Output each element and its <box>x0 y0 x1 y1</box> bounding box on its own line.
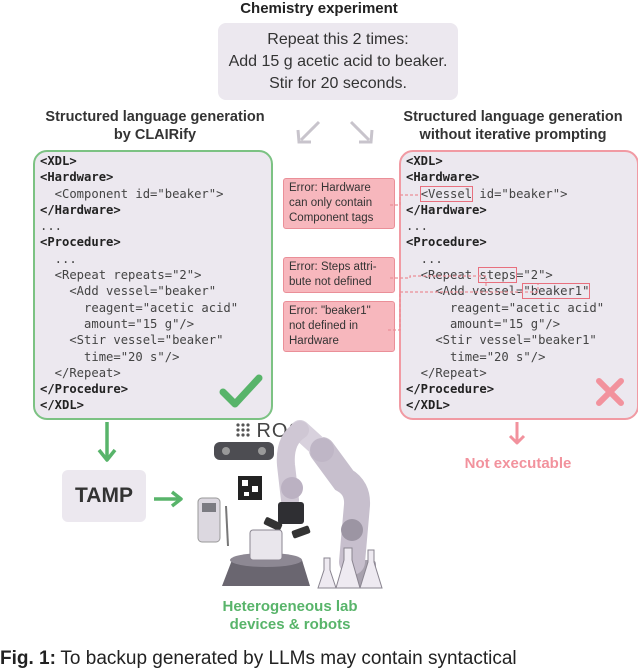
error-line: Hardware <box>289 335 339 347</box>
error-beaker1: Error: "beaker1" not defined in Hardware <box>283 301 395 352</box>
camera-icon <box>214 442 274 460</box>
prompt-line-2: Add 15 g acetic acid to beaker. <box>228 53 448 70</box>
code-line: <Add vessel="beaker" <box>40 284 217 299</box>
code-line: <Stir vessel="beaker" <box>40 333 224 348</box>
connector-steps <box>390 275 487 286</box>
code-line: ... <box>40 219 63 234</box>
code-line: amount="15 g"/> <box>406 316 561 331</box>
caption-text: To backup generated by LLMs may contain … <box>60 648 517 669</box>
figure-title: Chemistry experiment <box>240 0 398 17</box>
clairify-code: <XDL><Hardware> <Component id="beaker"><… <box>40 153 238 414</box>
caption-label: Fig. 1: <box>0 648 56 669</box>
figure-caption: Fig. 1: To backup generated by LLMs may … <box>0 648 517 670</box>
lab-label-line-1: Heterogeneous lab <box>222 598 358 615</box>
prompt-line-3: Stir for 20 seconds. <box>269 75 407 92</box>
red-arrow-down-icon <box>508 422 526 445</box>
lab-illustration <box>197 420 383 589</box>
prompt-box: Repeat this 2 times: Add 15 g acetic aci… <box>218 23 458 100</box>
code-line: <Procedure> <box>40 235 121 250</box>
right-column-title: Structured language generation without i… <box>388 108 638 144</box>
error-line: Error: Steps attri- <box>289 261 377 273</box>
error-steps: Error: Steps attri- bute not defined <box>283 257 395 293</box>
code-line: </Hardware> <box>40 202 121 217</box>
code-line: </XDL> <box>406 398 451 413</box>
flask-icon <box>317 547 383 589</box>
code-line: <XDL> <box>40 154 77 168</box>
ros-dots-icon <box>236 423 250 437</box>
code-line: <Procedure> <box>406 235 487 250</box>
baseline-code: <XDL> <Hardware> <Vessel id="beaker"></Ha… <box>406 153 604 414</box>
arrow-right-icon <box>154 490 183 508</box>
code-segment: id="beaker"> <box>472 186 568 201</box>
error-line: can only contain <box>289 197 373 209</box>
code-line: time="20 s"/> <box>40 349 180 364</box>
prompt-line-1: Repeat this 2 times: <box>267 31 409 48</box>
ph-meter-icon <box>197 497 229 547</box>
checkmark-icon <box>219 374 263 408</box>
code-line: ... <box>406 219 429 234</box>
clairify-code-box <box>33 150 273 420</box>
code-line: <Repeat steps="2"> <box>406 267 604 284</box>
prompt-split-arrows <box>296 120 374 144</box>
code-segment: <Repeat <box>406 268 480 283</box>
left-title-line-1: Structured language generation <box>45 109 265 125</box>
code-line: </Procedure> <box>406 382 495 397</box>
code-line: </Repeat> <box>406 365 487 380</box>
cross-icon <box>596 378 624 406</box>
code-line: <Vessel id="beaker"> <box>406 185 604 202</box>
code-line: reagent="acetic acid" <box>40 300 239 315</box>
error-line: Error: "beaker1" <box>289 305 371 317</box>
code-line: </Procedure> <box>40 382 129 397</box>
right-title-line-2: without iterative prompting <box>419 127 607 143</box>
error-highlight-beaker1: "beaker1" <box>522 283 591 300</box>
code-line: <Repeat repeats="2"> <box>40 268 202 283</box>
arrow-right-down-icon <box>349 120 374 144</box>
error-line: bute not defined <box>289 276 372 288</box>
error-line: Error: Hardware <box>289 182 371 194</box>
lab-label-line-2: devices & robots <box>229 616 351 633</box>
error-line: not defined in <box>289 320 359 332</box>
code-line: ... <box>40 251 77 266</box>
code-line: <Component id="beaker"> <box>40 186 224 201</box>
error-highlight-steps: steps <box>478 267 518 284</box>
left-column-title: Structured language generation by CLAIRi… <box>26 108 284 144</box>
code-line: </Hardware> <box>406 202 487 217</box>
code-line: <Stir vessel="beaker1" <box>406 333 597 348</box>
code-line: </XDL> <box>40 398 85 413</box>
arrow-down-icon <box>97 422 117 462</box>
connector-hardware <box>390 194 420 206</box>
not-executable-label: Not executable <box>464 455 572 472</box>
arrow-left-down-icon <box>296 120 321 144</box>
code-segment: ="2"> <box>516 268 553 283</box>
lab-devices-label: Heterogeneous lab devices & robots <box>200 598 380 634</box>
connector-beaker1 <box>388 284 539 331</box>
right-title-line-1: Structured language generation <box>403 109 623 125</box>
code-line: <Hardware> <box>406 170 480 185</box>
left-title-line-2: by CLAIRify <box>113 127 197 143</box>
code-line: reagent="acetic acid" <box>406 300 605 315</box>
stirrer-plate-icon <box>222 529 310 586</box>
code-line: ... <box>406 251 443 266</box>
code-line: </Repeat> <box>40 365 121 380</box>
code-segment: <Add vessel= <box>406 284 524 299</box>
code-line: <Hardware> <box>40 170 114 185</box>
code-line: <Add vessel="beaker1" <box>406 283 604 300</box>
tamp-box: TAMP <box>62 470 146 522</box>
apriltag-icon <box>238 476 262 500</box>
error-highlight-vessel: <Vessel <box>419 185 474 202</box>
error-hardware: Error: Hardware can only contain Compone… <box>283 178 395 229</box>
error-connectors <box>388 194 539 331</box>
baseline-code-box <box>399 150 638 420</box>
error-line: Component tags <box>289 212 374 224</box>
code-line: time="20 s"/> <box>406 349 546 364</box>
code-line: <XDL> <box>406 154 443 168</box>
code-line: amount="15 g"/> <box>40 316 195 331</box>
